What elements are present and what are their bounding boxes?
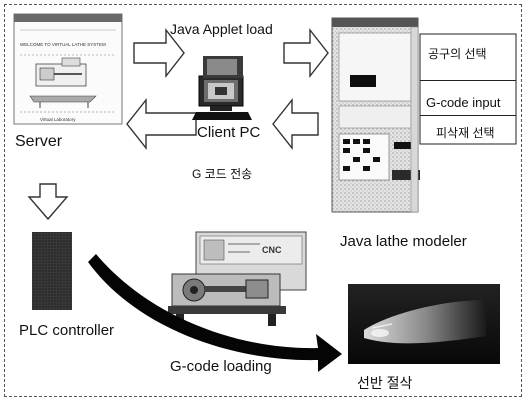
server-page-footer: Virtual Laboratory bbox=[40, 117, 76, 122]
diagram-border bbox=[4, 4, 522, 397]
menu-tool-select: 공구의 선택 bbox=[428, 47, 487, 61]
arrow-modeler-to-client bbox=[272, 97, 319, 151]
plc-controller-label: PLC controller bbox=[19, 322, 115, 339]
arrow-server-to-plc bbox=[27, 183, 69, 221]
lathe-cutting-photo bbox=[348, 284, 500, 364]
menu-gcode-input: G-code input bbox=[426, 95, 501, 110]
menu-workpiece-select: 피삭재 선택 bbox=[436, 126, 495, 140]
arrow-client-to-server bbox=[126, 97, 197, 151]
arrow-server-to-client bbox=[133, 27, 185, 79]
arrow-client-to-modeler bbox=[283, 27, 329, 79]
modeler-menu-panel bbox=[419, 33, 517, 145]
menu-divider bbox=[420, 115, 516, 116]
lathe-cutting-label: 선반 절삭 bbox=[357, 375, 413, 391]
client-pc-label: Client PC bbox=[197, 124, 261, 141]
cnc-brand-text: CNC bbox=[262, 245, 282, 255]
server-page-heading: WELCOME TO VIRTUAL LATHE SYSTEM bbox=[20, 42, 106, 47]
client-pc-icon bbox=[192, 56, 252, 120]
server-label: Server bbox=[15, 133, 63, 150]
lathe-modeler-screenshot bbox=[331, 17, 420, 213]
gcode-loading-label: G-code loading bbox=[170, 358, 272, 375]
lathe-modeler-label: Java lathe modeler bbox=[340, 233, 467, 250]
applet-load-label: Java Applet load bbox=[170, 21, 273, 37]
gcode-transfer-label: G 코드 전송 bbox=[192, 167, 253, 181]
lathe-machine-icon bbox=[168, 231, 307, 326]
menu-divider bbox=[420, 80, 516, 81]
server-screenshot bbox=[13, 13, 123, 125]
